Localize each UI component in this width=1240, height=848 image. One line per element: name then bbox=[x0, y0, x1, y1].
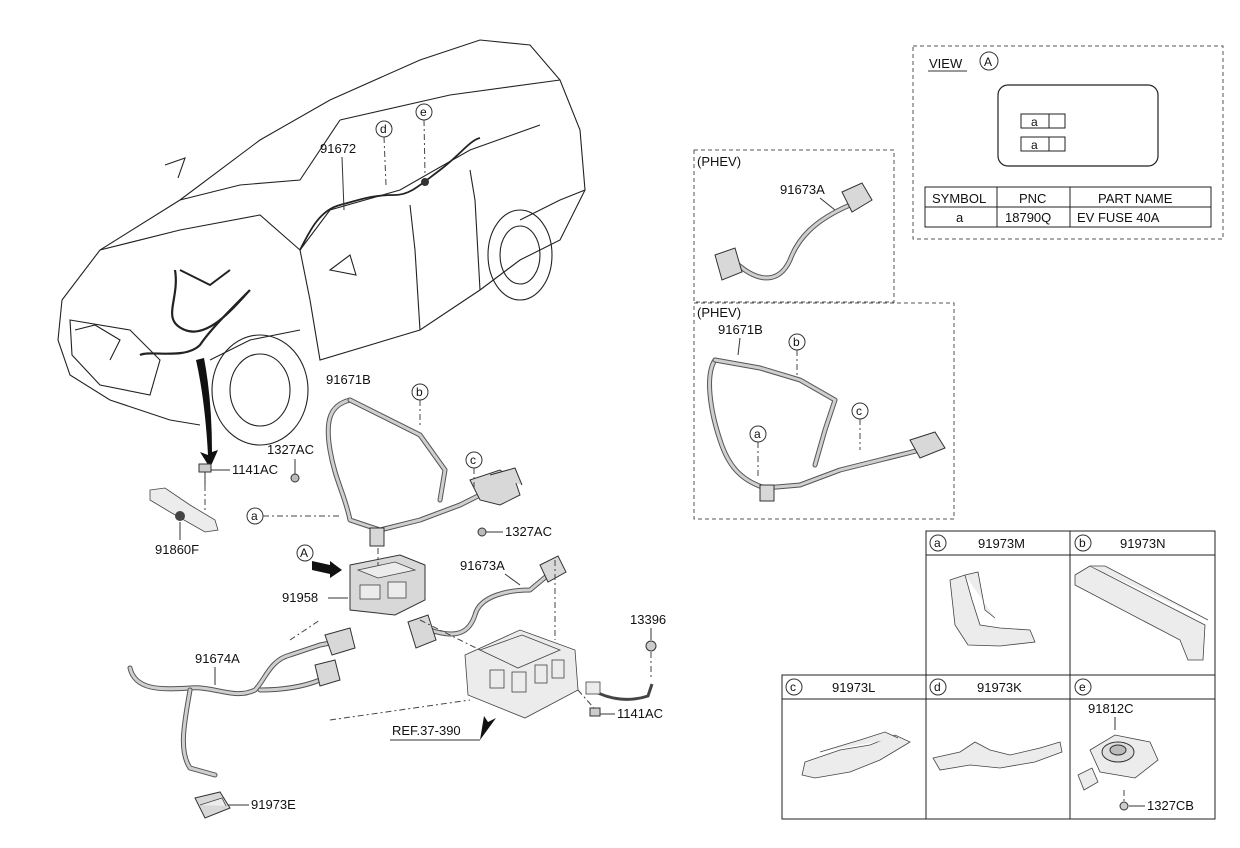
label-91673A: 91673A bbox=[460, 558, 505, 573]
onboard-charger-unit bbox=[464, 629, 579, 719]
label-91860F: 91860F bbox=[155, 542, 199, 557]
table-header-name: PART NAME bbox=[1098, 191, 1173, 206]
table-cell-symbol: a bbox=[956, 210, 964, 225]
phev-harness-91671B bbox=[707, 357, 946, 502]
cell-c-symbol: c bbox=[790, 680, 796, 694]
fuse-label-1: a bbox=[1031, 115, 1038, 129]
phev-box-2 bbox=[693, 302, 955, 520]
harness-91674A bbox=[127, 627, 356, 778]
fuse-panel bbox=[997, 84, 1159, 167]
protector-91973N bbox=[1074, 565, 1209, 661]
cell-c-pnc: 91973L bbox=[832, 680, 875, 695]
view-arrow bbox=[312, 561, 342, 578]
callout-A-main: A bbox=[300, 546, 308, 560]
table-header-symbol: SYMBOL bbox=[932, 191, 986, 206]
label-91672: 91672 bbox=[320, 141, 356, 156]
callout-b-main: b bbox=[416, 385, 423, 399]
label-1141AC-1: 1141AC bbox=[232, 462, 278, 477]
view-marker: A bbox=[984, 55, 992, 69]
callout-a-phev: a bbox=[754, 427, 761, 441]
charging-inlet-91812C bbox=[1077, 734, 1159, 791]
phev-box-1-title: (PHEV) bbox=[697, 154, 741, 169]
label-13396: 13396 bbox=[630, 612, 666, 627]
harness-91671B bbox=[325, 397, 523, 547]
cell-b-pnc: 91973N bbox=[1120, 536, 1166, 551]
ground-cable bbox=[591, 683, 654, 701]
view-title: VIEW bbox=[929, 56, 963, 71]
view-a-box bbox=[912, 45, 1224, 240]
detail-grid bbox=[781, 530, 1216, 820]
protector-91973M bbox=[949, 571, 1036, 647]
label-91674A: 91674A bbox=[195, 651, 240, 666]
protector-91973E bbox=[194, 791, 231, 819]
car-harness bbox=[139, 137, 481, 357]
bracket-91860F bbox=[149, 487, 219, 533]
parts-table: SYMBOL PNC PART NAME a 18790Q EV FUSE 40… bbox=[924, 186, 1212, 228]
label-91671B: 91671B bbox=[326, 372, 371, 387]
phev-cable-91673A bbox=[714, 182, 873, 281]
vehicle-outline bbox=[57, 39, 586, 446]
table-cell-pnc: 18790Q bbox=[1005, 210, 1051, 225]
fuse-label-2: a bbox=[1031, 138, 1038, 152]
label-91958: 91958 bbox=[282, 590, 318, 605]
phev-box-1 bbox=[693, 149, 895, 303]
pointer-arrow bbox=[196, 358, 218, 468]
cell-d-symbol: d bbox=[934, 680, 941, 694]
phev-box-2-title: (PHEV) bbox=[697, 305, 741, 320]
cell-d-pnc: 91973K bbox=[977, 680, 1022, 695]
cell-a-symbol: a bbox=[934, 536, 941, 550]
table-cell-name: EV FUSE 40A bbox=[1077, 210, 1160, 225]
callout-c-phev: c bbox=[856, 404, 862, 418]
phev-box-1-part: 91673A bbox=[780, 182, 825, 197]
cell-e-symbol: e bbox=[1079, 680, 1086, 694]
label-1327AC-2: 1327AC bbox=[505, 524, 552, 539]
label-ref: REF.37-390 bbox=[392, 723, 461, 738]
cell-e-pnc: 91812C bbox=[1088, 701, 1134, 716]
cable-91673A bbox=[407, 555, 567, 649]
protector-91973K bbox=[932, 741, 1063, 771]
callout-b-phev: b bbox=[793, 335, 800, 349]
cell-a-pnc: 91973M bbox=[978, 536, 1025, 551]
label-1141AC-2: 1141AC bbox=[617, 706, 663, 721]
callout-d-text: d bbox=[380, 122, 387, 136]
label-1327AC-1: 1327AC bbox=[267, 442, 314, 457]
phev-box-2-part: 91671B bbox=[718, 322, 763, 337]
junction-block-91958 bbox=[349, 554, 426, 616]
callout-e-text: e bbox=[420, 105, 427, 119]
callout-a-main: a bbox=[251, 509, 258, 523]
cell-e-extra: 1327CB bbox=[1147, 798, 1194, 813]
table-header-pnc: PNC bbox=[1019, 191, 1046, 206]
callout-c-main: c bbox=[470, 453, 476, 467]
label-91973E: 91973E bbox=[251, 797, 296, 812]
cell-b-symbol: b bbox=[1079, 536, 1086, 550]
protector-91973L bbox=[801, 731, 911, 779]
